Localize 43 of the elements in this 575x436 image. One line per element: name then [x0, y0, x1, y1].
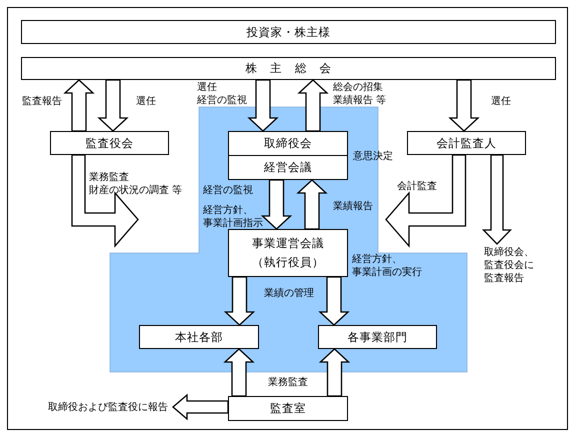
edge-label: 経営方針、事業計画指示: [203, 204, 263, 230]
edge-label: 総会の招集業績報告 等: [333, 81, 386, 107]
edge-label: 選任経営の監視: [197, 81, 247, 107]
block-arrow: [297, 79, 329, 132]
edge-label: 業務監査財産の状況の調査 等: [89, 171, 182, 197]
org-box: 会計監査人: [407, 131, 526, 155]
edge-label: 取締役および監査役に報告: [48, 401, 168, 414]
box-title: 事業運営会議: [252, 236, 324, 251]
edge-label: 選任: [136, 95, 156, 108]
annotation-text: 経営の監視: [203, 184, 253, 197]
meeting-box: 株主総会: [21, 57, 556, 80]
org-box: 本社各部: [139, 325, 259, 349]
block-arrow: [318, 348, 350, 397]
block-arrow: [296, 179, 328, 230]
block-arrow: [71, 154, 139, 248]
block-arrow: [63, 79, 95, 132]
org-box: 各事業部門: [318, 325, 437, 349]
block-arrow: [247, 79, 279, 132]
block-arrow: [385, 154, 466, 248]
edge-label: 会計監査: [397, 180, 437, 193]
box-subtitle: （執行役員）: [252, 256, 324, 270]
block-arrow: [448, 79, 480, 132]
edge-label: 監査報告: [22, 95, 62, 108]
org-box: 取締役会: [228, 131, 348, 156]
edge-label: 取締役会、監査役会に監査報告: [484, 246, 534, 285]
block-arrow: [224, 276, 256, 326]
block-arrow: [97, 79, 129, 132]
annotation-text: 意思決定: [353, 150, 393, 163]
annotation-text: 業績の管理: [264, 287, 314, 300]
block-arrow: [318, 276, 350, 326]
org-box: [228, 229, 348, 277]
block-arrow: [482, 154, 512, 245]
block-arrow: [172, 394, 229, 420]
edge-label: 業績報告: [333, 200, 373, 213]
annotation-text: 業務監査: [268, 376, 308, 389]
annotation-text: 経営方針、事業計画の実行: [352, 253, 422, 279]
org-box: 経営会議: [228, 155, 348, 180]
block-arrow: [260, 179, 292, 230]
edge-label: 選任: [491, 95, 511, 108]
header-box: 投資家・株主様: [21, 20, 556, 44]
block-arrow: [223, 348, 255, 397]
org-box: 監査室: [228, 396, 348, 421]
org-box: 監査役会: [50, 131, 169, 155]
